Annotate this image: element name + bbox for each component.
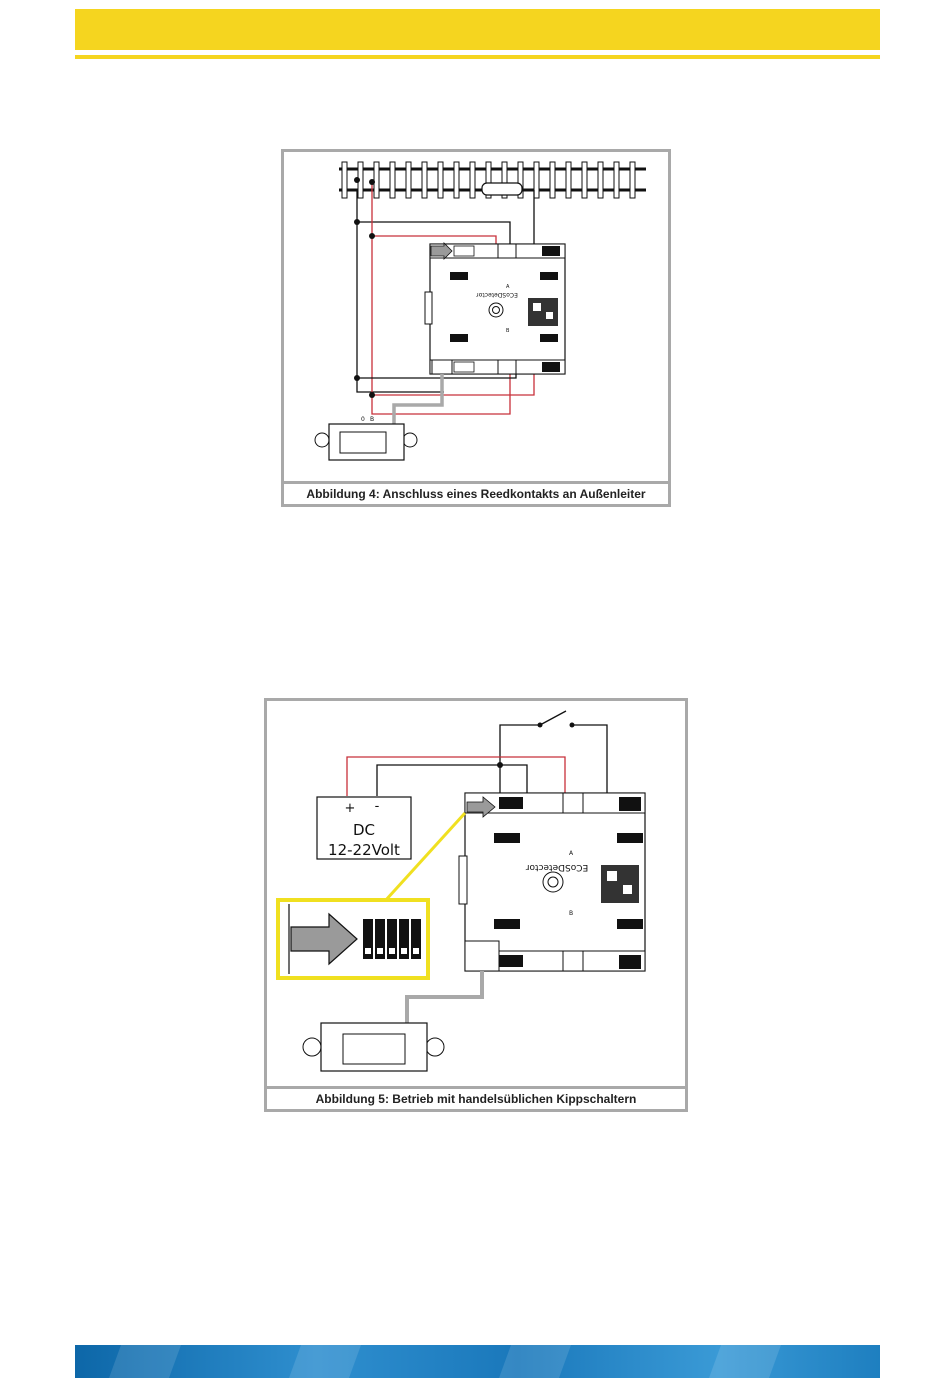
ecos-detector-module: ECoSDetector A B	[425, 243, 565, 374]
module-brand-label: ECoSDetector	[476, 291, 518, 298]
reed-contact	[482, 183, 522, 195]
section-a-label: A	[506, 284, 510, 290]
supply-type-label: DC	[353, 821, 375, 839]
section-b-label: B	[569, 910, 573, 917]
connector-box	[303, 1023, 444, 1071]
terminal-zoom-inset	[278, 900, 428, 978]
footer-banner	[75, 1345, 880, 1378]
header-bar	[75, 9, 880, 50]
figure-reed-contact: ECoSDetector A B 0 B Abbildung 4: Anschl…	[281, 149, 671, 507]
terminal-b-label: B	[370, 416, 374, 423]
module-brand-label: ECoSDetector	[526, 862, 589, 872]
header-rule	[75, 55, 880, 59]
toggle-switch	[538, 711, 575, 728]
wiring-diagram-reed: ECoSDetector A B 0 B	[284, 152, 668, 482]
figure-toggle-switch: + - DC 12-22Volt ECoSDetector A	[264, 698, 688, 1112]
qr-code-icon	[601, 865, 639, 903]
terminal-0-label: 0	[361, 416, 365, 423]
figure-5-caption: Abbildung 5: Betrieb mit handelsüblichen…	[267, 1086, 685, 1109]
supply-voltage-label: 12-22Volt	[328, 841, 400, 859]
figure-4-caption: Abbildung 4: Anschluss eines Reedkontakt…	[284, 481, 668, 504]
section-b-label: B	[506, 328, 510, 334]
supply-minus-label: -	[375, 799, 380, 814]
dc-power-supply: + - DC 12-22Volt	[317, 797, 411, 859]
wiring-diagram-toggle: + - DC 12-22Volt ECoSDetector A	[267, 701, 685, 1087]
connector-box: 0 B	[315, 416, 417, 460]
ecos-detector-module: ECoSDetector A B	[459, 793, 645, 971]
supply-plus-label: +	[345, 801, 356, 816]
qr-code-icon	[528, 298, 558, 326]
